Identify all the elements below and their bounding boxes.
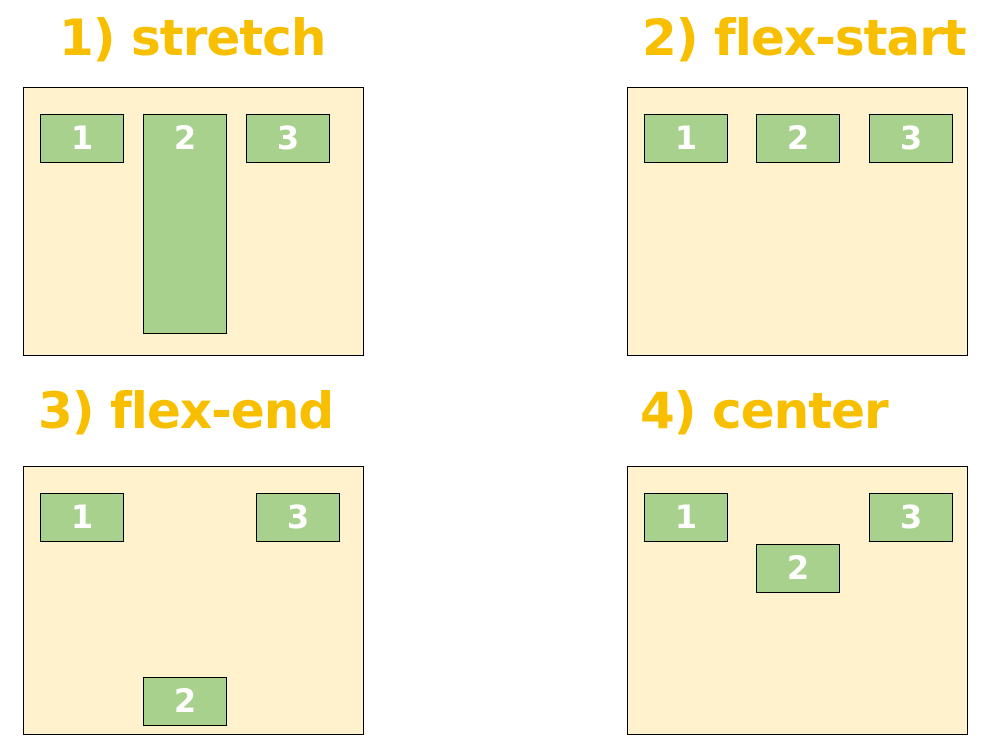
panel-flex-end: 1 2 3: [23, 466, 364, 735]
panel-title-center: 4) center: [640, 382, 889, 440]
panel-title-stretch: 1) stretch: [59, 9, 326, 67]
flex-item-3: 3: [256, 493, 340, 542]
panel-center: 1 2 3: [627, 466, 968, 735]
flex-item-1: 1: [644, 114, 728, 163]
panel-title-flex-start: 2) flex-start: [642, 9, 967, 67]
flex-item-3: 3: [869, 493, 953, 542]
flex-item-2: 2: [756, 114, 840, 163]
panel-title-flex-end: 3) flex-end: [38, 382, 334, 440]
flex-item-2: 2: [143, 677, 227, 726]
flex-item-2: 2: [756, 544, 840, 593]
flex-item-2: 2: [143, 114, 227, 334]
flex-item-1: 1: [644, 493, 728, 542]
flex-item-3: 3: [246, 114, 330, 163]
flex-item-1: 1: [40, 114, 124, 163]
panel-stretch: 1 2 3: [23, 87, 364, 356]
panel-flex-start: 1 2 3: [627, 87, 968, 356]
flex-item-1: 1: [40, 493, 124, 542]
flex-item-3: 3: [869, 114, 953, 163]
